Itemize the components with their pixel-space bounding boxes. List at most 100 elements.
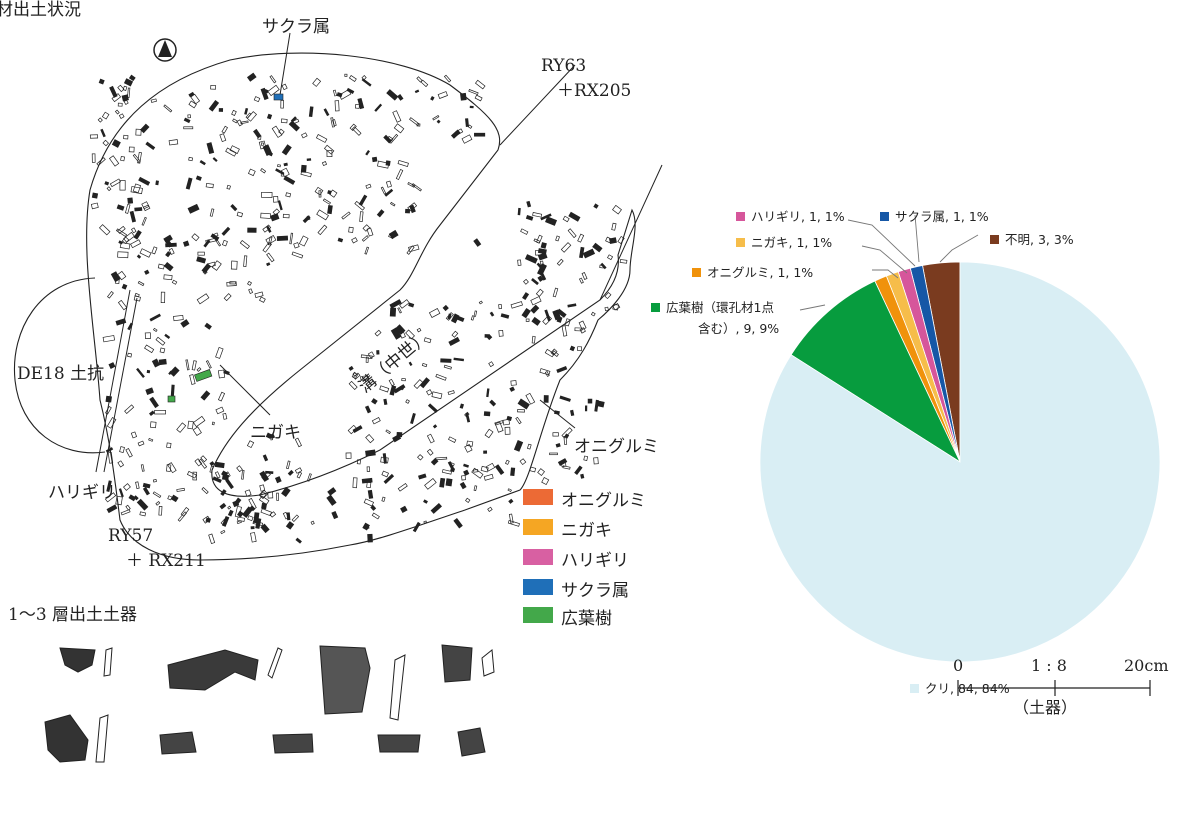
artifact-fragment: [134, 207, 143, 212]
de18-pit-outline: [13, 277, 106, 454]
artifact-fragment: [537, 275, 544, 282]
artifact-fragment: [604, 292, 612, 300]
artifact-fragment: [533, 238, 541, 244]
artifact-fragment: [327, 204, 333, 215]
artifact-fragment: [463, 469, 470, 476]
artifact-fragment: [530, 296, 542, 306]
scale-bar: [957, 680, 1151, 696]
artifact-fragment: [484, 428, 494, 439]
artifact-fragment: [247, 227, 257, 233]
artifact-fragment: [522, 292, 530, 301]
artifact-fragment: [437, 91, 448, 99]
artifact-fragment: [144, 269, 150, 275]
label-sakura: サクラ属: [262, 17, 330, 37]
artifact-fragment: [466, 440, 474, 447]
artifact-fragment: [267, 236, 273, 246]
artifact-fragment: [583, 455, 589, 461]
artifact-fragment: [250, 526, 255, 530]
artifact-fragment: [261, 191, 273, 198]
artifact-fragment: [348, 380, 358, 391]
artifact-fragment: [508, 498, 514, 504]
artifact-fragment: [267, 491, 274, 499]
artifact-fragment: [413, 379, 424, 390]
artifact-fragment: [294, 437, 302, 448]
artifact-fragment: [250, 532, 257, 543]
legend-swatch: [523, 549, 553, 565]
artifact-fragment: [428, 308, 441, 318]
artifact-fragment: [587, 398, 593, 404]
legend-label: ハリギリ: [561, 551, 629, 571]
artifact-fragment: [219, 133, 227, 143]
artifact-fragment: [569, 409, 575, 417]
artifact-fragment: [461, 134, 473, 144]
artifact-fragment: [385, 180, 392, 188]
artifact-fragment: [407, 182, 416, 188]
artifact-fragment: [323, 108, 330, 117]
artifact-fragment: [447, 461, 455, 472]
artifact-fragment: [101, 111, 110, 120]
artifact-fragment: [363, 498, 375, 507]
artifact-fragment: [515, 416, 522, 425]
artifact-fragment: [107, 291, 114, 299]
artifact-fragment: [260, 168, 267, 174]
artifact-fragment: [441, 469, 452, 475]
artifact-fragment: [483, 473, 494, 481]
artifact-fragment: [272, 196, 279, 203]
artifact-fragment: [243, 255, 248, 268]
label-nigaki: ニガキ: [250, 423, 301, 443]
artifact-fragment: [254, 291, 264, 298]
artifact-fragment: [276, 492, 279, 501]
artifact-fragment: [165, 242, 177, 248]
artifact-fragment: [160, 291, 166, 304]
artifact-fragment: [554, 410, 560, 415]
artifact-fragment: [199, 160, 206, 166]
artifact-fragment: [119, 242, 131, 250]
artifact-fragment: [123, 134, 129, 140]
artifact-fragment: [173, 314, 184, 322]
artifact-fragment: [409, 117, 420, 127]
artifact-fragment: [109, 85, 118, 98]
artifact-fragment: [392, 110, 402, 123]
artifact-fragment: [248, 288, 254, 294]
leader-onigurumi-pie: [872, 269, 899, 279]
sherd-8: [377, 734, 421, 753]
artifact-fragment: [376, 350, 380, 355]
artifact-fragment: [351, 237, 358, 244]
artifact-fragment: [389, 133, 399, 144]
artifact-fragment: [291, 118, 300, 125]
artifact-fragment: [158, 505, 163, 516]
artifact-fragment: [397, 94, 404, 101]
artifact-fragment: [381, 470, 389, 478]
artifact-fragment: [593, 457, 599, 465]
artifact-fragment: [525, 318, 530, 322]
artifact-fragment: [469, 105, 474, 109]
artifact-fragment: [418, 473, 427, 480]
artifact-fragment: [187, 420, 194, 430]
pie-label-swatch: [651, 303, 660, 312]
artifact-fragment: [442, 304, 449, 312]
ditch-upper-line: [499, 64, 576, 146]
artifact-fragment: [280, 118, 288, 124]
artifact-fragment: [421, 362, 428, 368]
artifact-fragment: [143, 204, 150, 210]
legend-swatch: [523, 519, 553, 535]
artifact-fragment: [115, 318, 127, 326]
pottery-title: 1〜3 層出土土器: [8, 605, 138, 625]
artifact-fragment: [607, 254, 614, 261]
artifact-fragment: [135, 128, 142, 136]
artifact-fragment: [581, 272, 588, 280]
artifact-fragment: [116, 204, 125, 211]
artifact-fragment: [507, 519, 520, 527]
artifact-fragment: [269, 75, 277, 84]
artifact-fragment: [127, 197, 134, 204]
artifact-fragment: [349, 123, 357, 131]
artifact-fragment: [395, 168, 404, 181]
artifact-fragment: [523, 278, 529, 285]
artifact-fragment: [236, 520, 242, 525]
artifact-fragment: [584, 405, 588, 412]
leader-sakura-pie: [914, 214, 920, 263]
sherd-9: [457, 727, 486, 757]
artifact-fragment: [186, 470, 197, 479]
artifact-fragment: [196, 293, 210, 305]
pie-label-text: サクラ属, 1, 1%: [895, 209, 989, 224]
